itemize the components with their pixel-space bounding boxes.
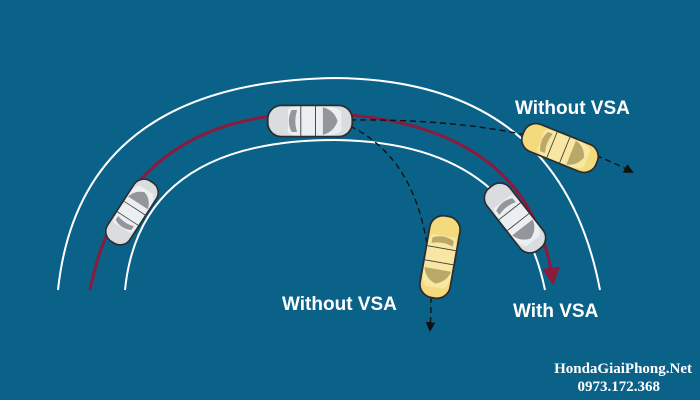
watermark-phone: 0973.172.368 (577, 379, 661, 395)
silver-car-entry-body (105, 178, 159, 246)
yellow-car-outward (520, 122, 600, 174)
silver-car-exit (483, 182, 547, 254)
road-outer-edge (57, 76, 601, 291)
label-without-vsa-top: Without VSA (515, 98, 630, 119)
label-without-vsa-bottom: Without VSA (282, 294, 397, 315)
label-with-vsa: With VSA (513, 301, 599, 322)
silver-car-apex (266, 104, 354, 138)
watermark-site: HondaGiaiPhong.Net (554, 361, 692, 377)
without-vsa-path-outward (349, 119, 634, 173)
road-inner-edge (124, 138, 546, 291)
yellow-car-inward (418, 214, 462, 300)
